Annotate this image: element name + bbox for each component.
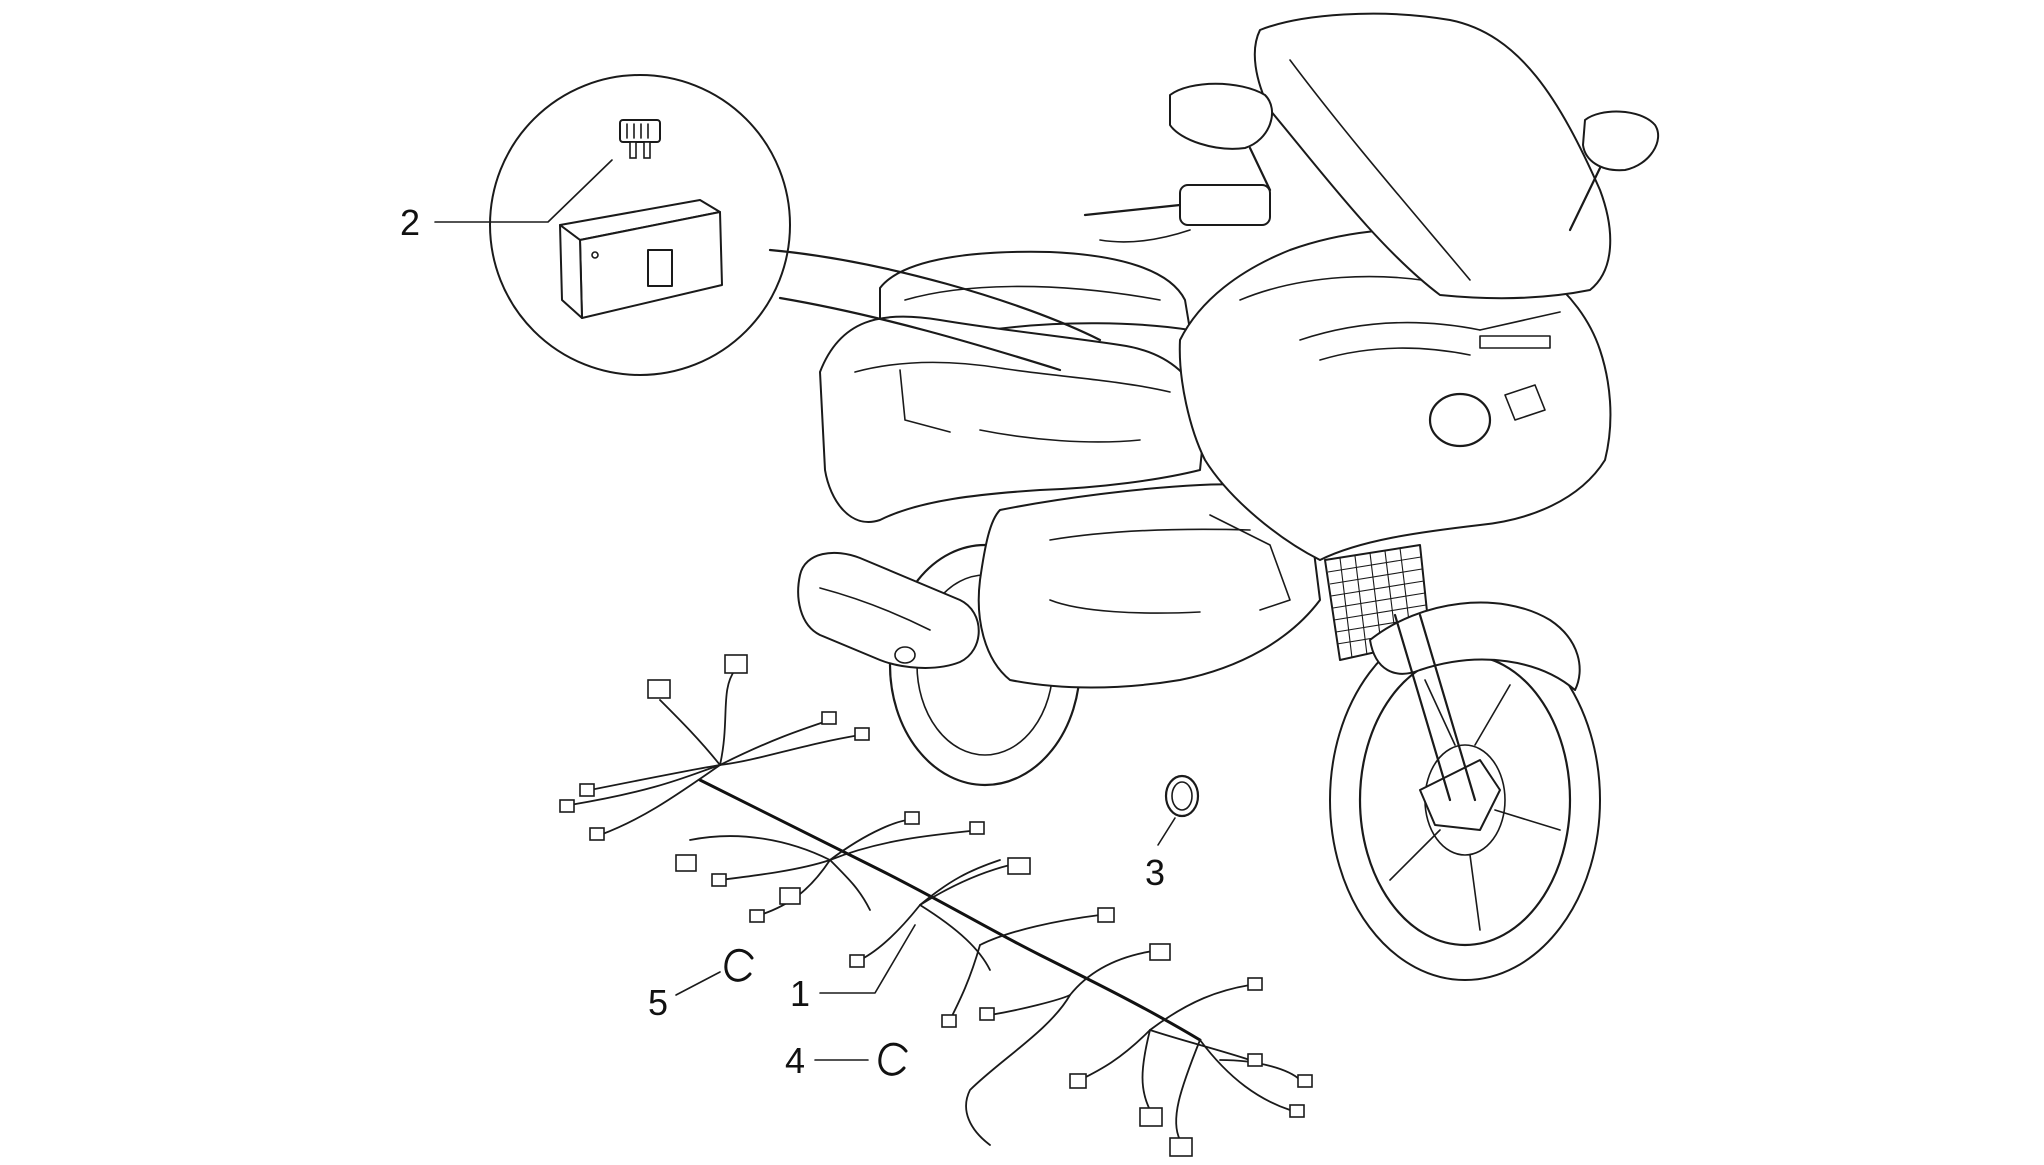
headlight-cluster [1428,311,1561,448]
connector-plug [904,811,920,825]
connector-plug [1139,1107,1163,1127]
grommet-part [1164,774,1200,818]
center-body [977,483,1321,689]
front-body [1178,228,1612,561]
callout-labels: 2 1 3 4 5 [400,202,1165,1081]
connector-plug [1247,1053,1263,1067]
ecu-box-icon [559,199,723,319]
clip-part-b [724,948,754,982]
connector-plug [1289,1104,1305,1118]
left-mirror [1169,82,1274,192]
callout-number-3: 3 [1145,852,1165,893]
exhaust [797,551,980,669]
leader-line-1 [819,924,916,994]
leader-line-5 [675,971,721,996]
connector-plug [1297,1074,1313,1088]
connector-plug [711,873,727,887]
connector-plug [969,821,985,835]
connector-plug [1007,857,1031,875]
callout-number-1: 1 [790,973,810,1014]
connector-plug [724,654,748,674]
leader-lines [434,159,1176,1061]
connector-plug [579,783,595,797]
clip-part-a [878,1042,908,1076]
connector-plug [749,909,765,923]
front-fender [1369,601,1581,802]
connector-plug [941,1014,957,1028]
fuse-icon [619,119,661,159]
scooter-illustration [797,12,1660,981]
leader-line-3 [1157,817,1176,846]
callout-number-2: 2 [400,202,420,243]
connector-plug [1149,943,1171,961]
connector-plug [979,1007,995,1021]
callout-number-5: 5 [648,982,668,1023]
connector-plug [589,827,605,841]
connector-plug [821,711,837,725]
windscreen [1253,12,1612,300]
connector-plug [1169,1137,1193,1157]
connector-plug [559,799,575,813]
connector-plug [854,727,870,741]
connector-plug [1069,1073,1087,1089]
connector-plug [647,679,671,699]
connector-plug [1247,977,1263,991]
fuse-detail-inset [489,74,1102,376]
leader-line-2 [434,159,613,223]
right-mirror [1568,110,1660,232]
handlebar [1083,184,1271,243]
callout-number-4: 4 [785,1040,805,1081]
connector-plug [849,954,865,968]
connector-plug [675,854,697,872]
wiring-harness [559,654,1313,1157]
connector-plug [779,887,801,905]
connector-plug [1097,907,1115,923]
